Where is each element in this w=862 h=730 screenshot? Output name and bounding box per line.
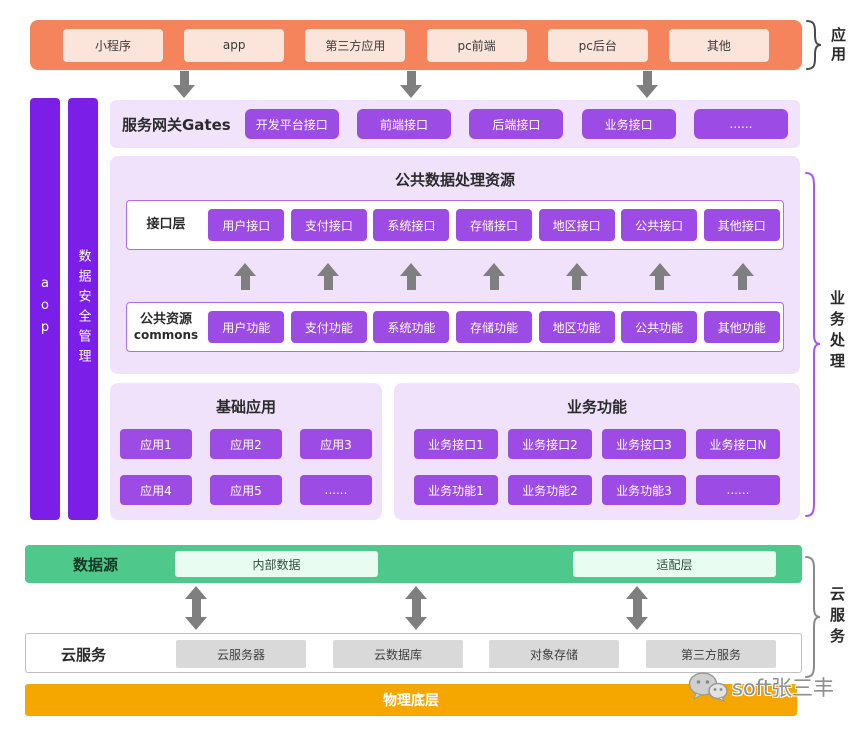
common-data-panel: 公共数据处理资源 接口层 用户接口 支付接口 系统接口 存储接口 地区接口 公共… bbox=[110, 156, 800, 374]
commons-item: 存储功能 bbox=[456, 311, 533, 343]
up-arrow-icon bbox=[317, 262, 340, 290]
interface-item: 支付接口 bbox=[290, 209, 367, 241]
cloud-item: 对象存储 bbox=[489, 640, 619, 668]
datasource-item: 适配层 bbox=[573, 551, 776, 577]
interface-item: 地区接口 bbox=[538, 209, 615, 241]
business-func-item: 业务功能3 bbox=[602, 475, 686, 505]
up-arrow-icon bbox=[565, 262, 588, 290]
base-app-item: 应用3 bbox=[300, 429, 372, 459]
up-arrow-icon bbox=[731, 262, 754, 290]
cloud-services-label: 云服务 bbox=[61, 646, 107, 664]
business-funcs-panel: 业务功能 业务接口1 业务接口2 业务接口3 业务接口N 业务功能1 业务功能2… bbox=[394, 383, 800, 520]
cloud-brace-label: 云服务 bbox=[828, 586, 846, 649]
app-layer-item: 其他 bbox=[668, 28, 769, 62]
gateway-item: 开发平台接口 bbox=[244, 109, 339, 139]
base-app-item: ...... bbox=[300, 475, 372, 505]
up-arrow-strip bbox=[126, 256, 784, 296]
commons-item: 支付功能 bbox=[290, 311, 367, 343]
up-arrow-icon bbox=[648, 262, 671, 290]
wechat-icon bbox=[688, 672, 728, 702]
gateway-strip: 服务网关Gates 开发平台接口 前端接口 后端接口 业务接口 ...... bbox=[110, 100, 800, 148]
watermark: soft张三丰 bbox=[688, 671, 834, 703]
brace-icon bbox=[806, 20, 822, 70]
interface-item: 其他接口 bbox=[703, 209, 780, 241]
base-apps-title: 基础应用 bbox=[215, 398, 276, 416]
commons-label: 公共资源 commons bbox=[127, 312, 205, 342]
app-layer-item: 小程序 bbox=[63, 28, 163, 62]
base-app-item: 应用1 bbox=[120, 429, 192, 459]
base-apps-grid: 应用1 应用2 应用3 应用4 应用5 ...... bbox=[110, 429, 382, 505]
business-func-item: 业务接口3 bbox=[602, 429, 686, 459]
commons-row: 公共资源 commons 用户功能 支付功能 系统功能 存储功能 地区功能 公共… bbox=[126, 302, 784, 352]
gateway-item: ...... bbox=[693, 109, 788, 139]
interface-item: 公共接口 bbox=[621, 209, 698, 241]
watermark-text: soft张三丰 bbox=[732, 676, 835, 700]
gateway-label: 服务网关Gates bbox=[122, 115, 231, 134]
brace-icon bbox=[805, 556, 821, 678]
app-layer-brace-label: 应用 bbox=[829, 27, 847, 65]
double-arrow-icon bbox=[405, 586, 427, 630]
app-layer-item: pc后台 bbox=[547, 28, 648, 62]
business-brace-label: 业务处理 bbox=[828, 290, 846, 374]
brace-icon bbox=[805, 172, 821, 517]
up-arrow-icon bbox=[400, 262, 423, 290]
app-layer-item: pc前端 bbox=[426, 28, 527, 62]
interface-item: 存储接口 bbox=[456, 209, 533, 241]
commons-label-line1: 公共资源 bbox=[139, 312, 192, 327]
business-func-item: 业务接口N bbox=[696, 429, 780, 459]
up-arrow-icon bbox=[483, 262, 505, 290]
datasource-label: 数据源 bbox=[73, 556, 119, 574]
physical-layer-label: 物理底层 bbox=[383, 693, 439, 709]
down-arrow-icon bbox=[636, 71, 658, 98]
double-arrow-icon bbox=[185, 586, 207, 630]
commons-item: 其他功能 bbox=[703, 311, 780, 343]
base-app-item: 应用4 bbox=[120, 475, 192, 505]
commons-item: 系统功能 bbox=[373, 311, 450, 343]
data-security-label: 数据安全管理 bbox=[75, 249, 91, 369]
base-apps-panel: 基础应用 应用1 应用2 应用3 应用4 应用5 ...... bbox=[110, 383, 382, 520]
interface-layer-label: 接口层 bbox=[146, 217, 186, 233]
commons-item: 公共功能 bbox=[621, 311, 698, 343]
base-app-item: 应用5 bbox=[210, 475, 282, 505]
physical-layer-bar: 物理底层 bbox=[25, 684, 797, 716]
base-app-item: 应用2 bbox=[210, 429, 282, 459]
business-func-item: 业务接口1 bbox=[414, 429, 498, 459]
gateway-item: 前端接口 bbox=[357, 109, 452, 139]
gateway-item: 后端接口 bbox=[469, 109, 564, 139]
aop-bar: aop bbox=[30, 98, 60, 520]
business-func-item: 业务接口2 bbox=[508, 429, 592, 459]
business-funcs-title: 业务功能 bbox=[566, 398, 627, 416]
interface-item: 用户接口 bbox=[208, 209, 285, 241]
gateway-item: 业务接口 bbox=[581, 109, 676, 139]
commons-item: 地区功能 bbox=[538, 311, 615, 343]
interface-item: 系统接口 bbox=[373, 209, 450, 241]
gateway-boxes: 开发平台接口 前端接口 后端接口 业务接口 ...... bbox=[231, 109, 788, 139]
double-arrow-icon bbox=[626, 586, 648, 630]
app-layer-bar: 小程序 app 第三方应用 pc前端 pc后台 其他 bbox=[30, 20, 802, 70]
common-data-panel-title: 公共数据处理资源 bbox=[394, 171, 515, 189]
datasource-bar: 数据源 内部数据 适配层 bbox=[25, 545, 802, 583]
cloud-item: 第三方服务 bbox=[646, 640, 776, 668]
commons-label-line2: commons bbox=[133, 327, 199, 342]
business-funcs-grid: 业务接口1 业务接口2 业务接口3 业务接口N 业务功能1 业务功能2 业务功能… bbox=[394, 429, 800, 505]
commons-item: 用户功能 bbox=[208, 311, 285, 343]
datasource-item: 内部数据 bbox=[175, 551, 378, 577]
business-func-item: ...... bbox=[696, 475, 780, 505]
cloud-item: 云数据库 bbox=[333, 640, 463, 668]
down-arrow-icon bbox=[173, 71, 195, 98]
app-layer-item: app bbox=[184, 28, 285, 62]
cloud-item: 云服务器 bbox=[176, 640, 306, 668]
business-func-item: 业务功能2 bbox=[508, 475, 592, 505]
business-func-item: 业务功能1 bbox=[414, 475, 498, 505]
data-security-bar: 数据安全管理 bbox=[68, 98, 98, 520]
up-arrow-icon bbox=[234, 262, 257, 290]
aop-bar-label: aop bbox=[37, 276, 53, 342]
cloud-services-row: 云服务 云服务器 云数据库 对象存储 第三方服务 bbox=[25, 633, 802, 673]
interface-layer-row: 接口层 用户接口 支付接口 系统接口 存储接口 地区接口 公共接口 其他接口 bbox=[126, 200, 784, 250]
down-arrow-icon bbox=[400, 71, 422, 98]
app-layer-item: 第三方应用 bbox=[305, 28, 406, 62]
